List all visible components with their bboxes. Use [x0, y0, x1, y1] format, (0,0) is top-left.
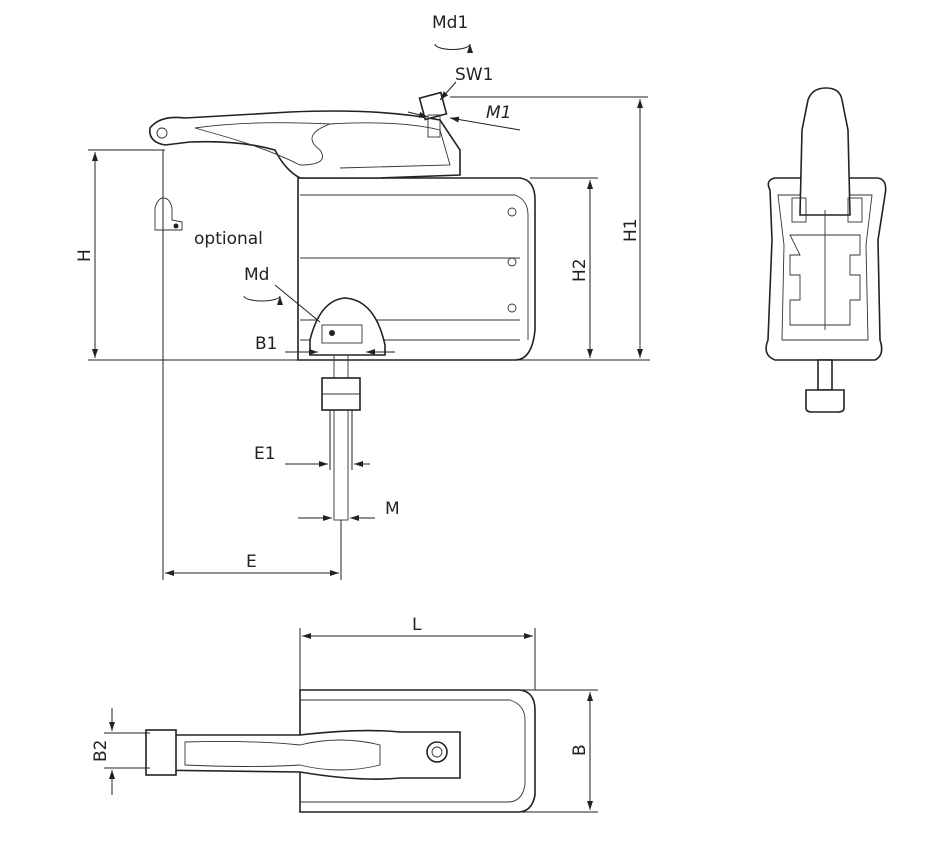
optional-bracket	[154, 197, 183, 231]
optional-label: optional	[194, 229, 263, 249]
label-l: L	[412, 615, 422, 635]
label-h2: H2	[570, 258, 590, 282]
label-md1: Md1	[432, 13, 468, 33]
label-e: E	[246, 552, 257, 572]
label-e1: E1	[254, 444, 276, 464]
label-b2: B2	[91, 740, 111, 762]
torque-arrow-md	[243, 295, 283, 306]
label-md: Md	[244, 265, 269, 285]
label-b: B	[570, 744, 590, 756]
lever	[148, 110, 461, 179]
torque-arrow-md1	[434, 43, 473, 54]
label-h1: H1	[621, 218, 641, 242]
front-view: optional	[88, 91, 650, 521]
top-dimensions: L B B2	[91, 615, 598, 813]
side-view	[765, 87, 887, 413]
top-view	[145, 689, 536, 813]
label-m: M	[385, 499, 400, 519]
label-b1: B1	[255, 334, 277, 354]
label-sw1: SW1	[455, 65, 493, 85]
label-m1: M1	[486, 103, 511, 123]
spindle-housing	[309, 297, 386, 356]
front-dimensions: H H1 H2 Md1 SW1 M1 Md B1 E1 M	[75, 13, 648, 580]
label-h: H	[75, 249, 95, 262]
